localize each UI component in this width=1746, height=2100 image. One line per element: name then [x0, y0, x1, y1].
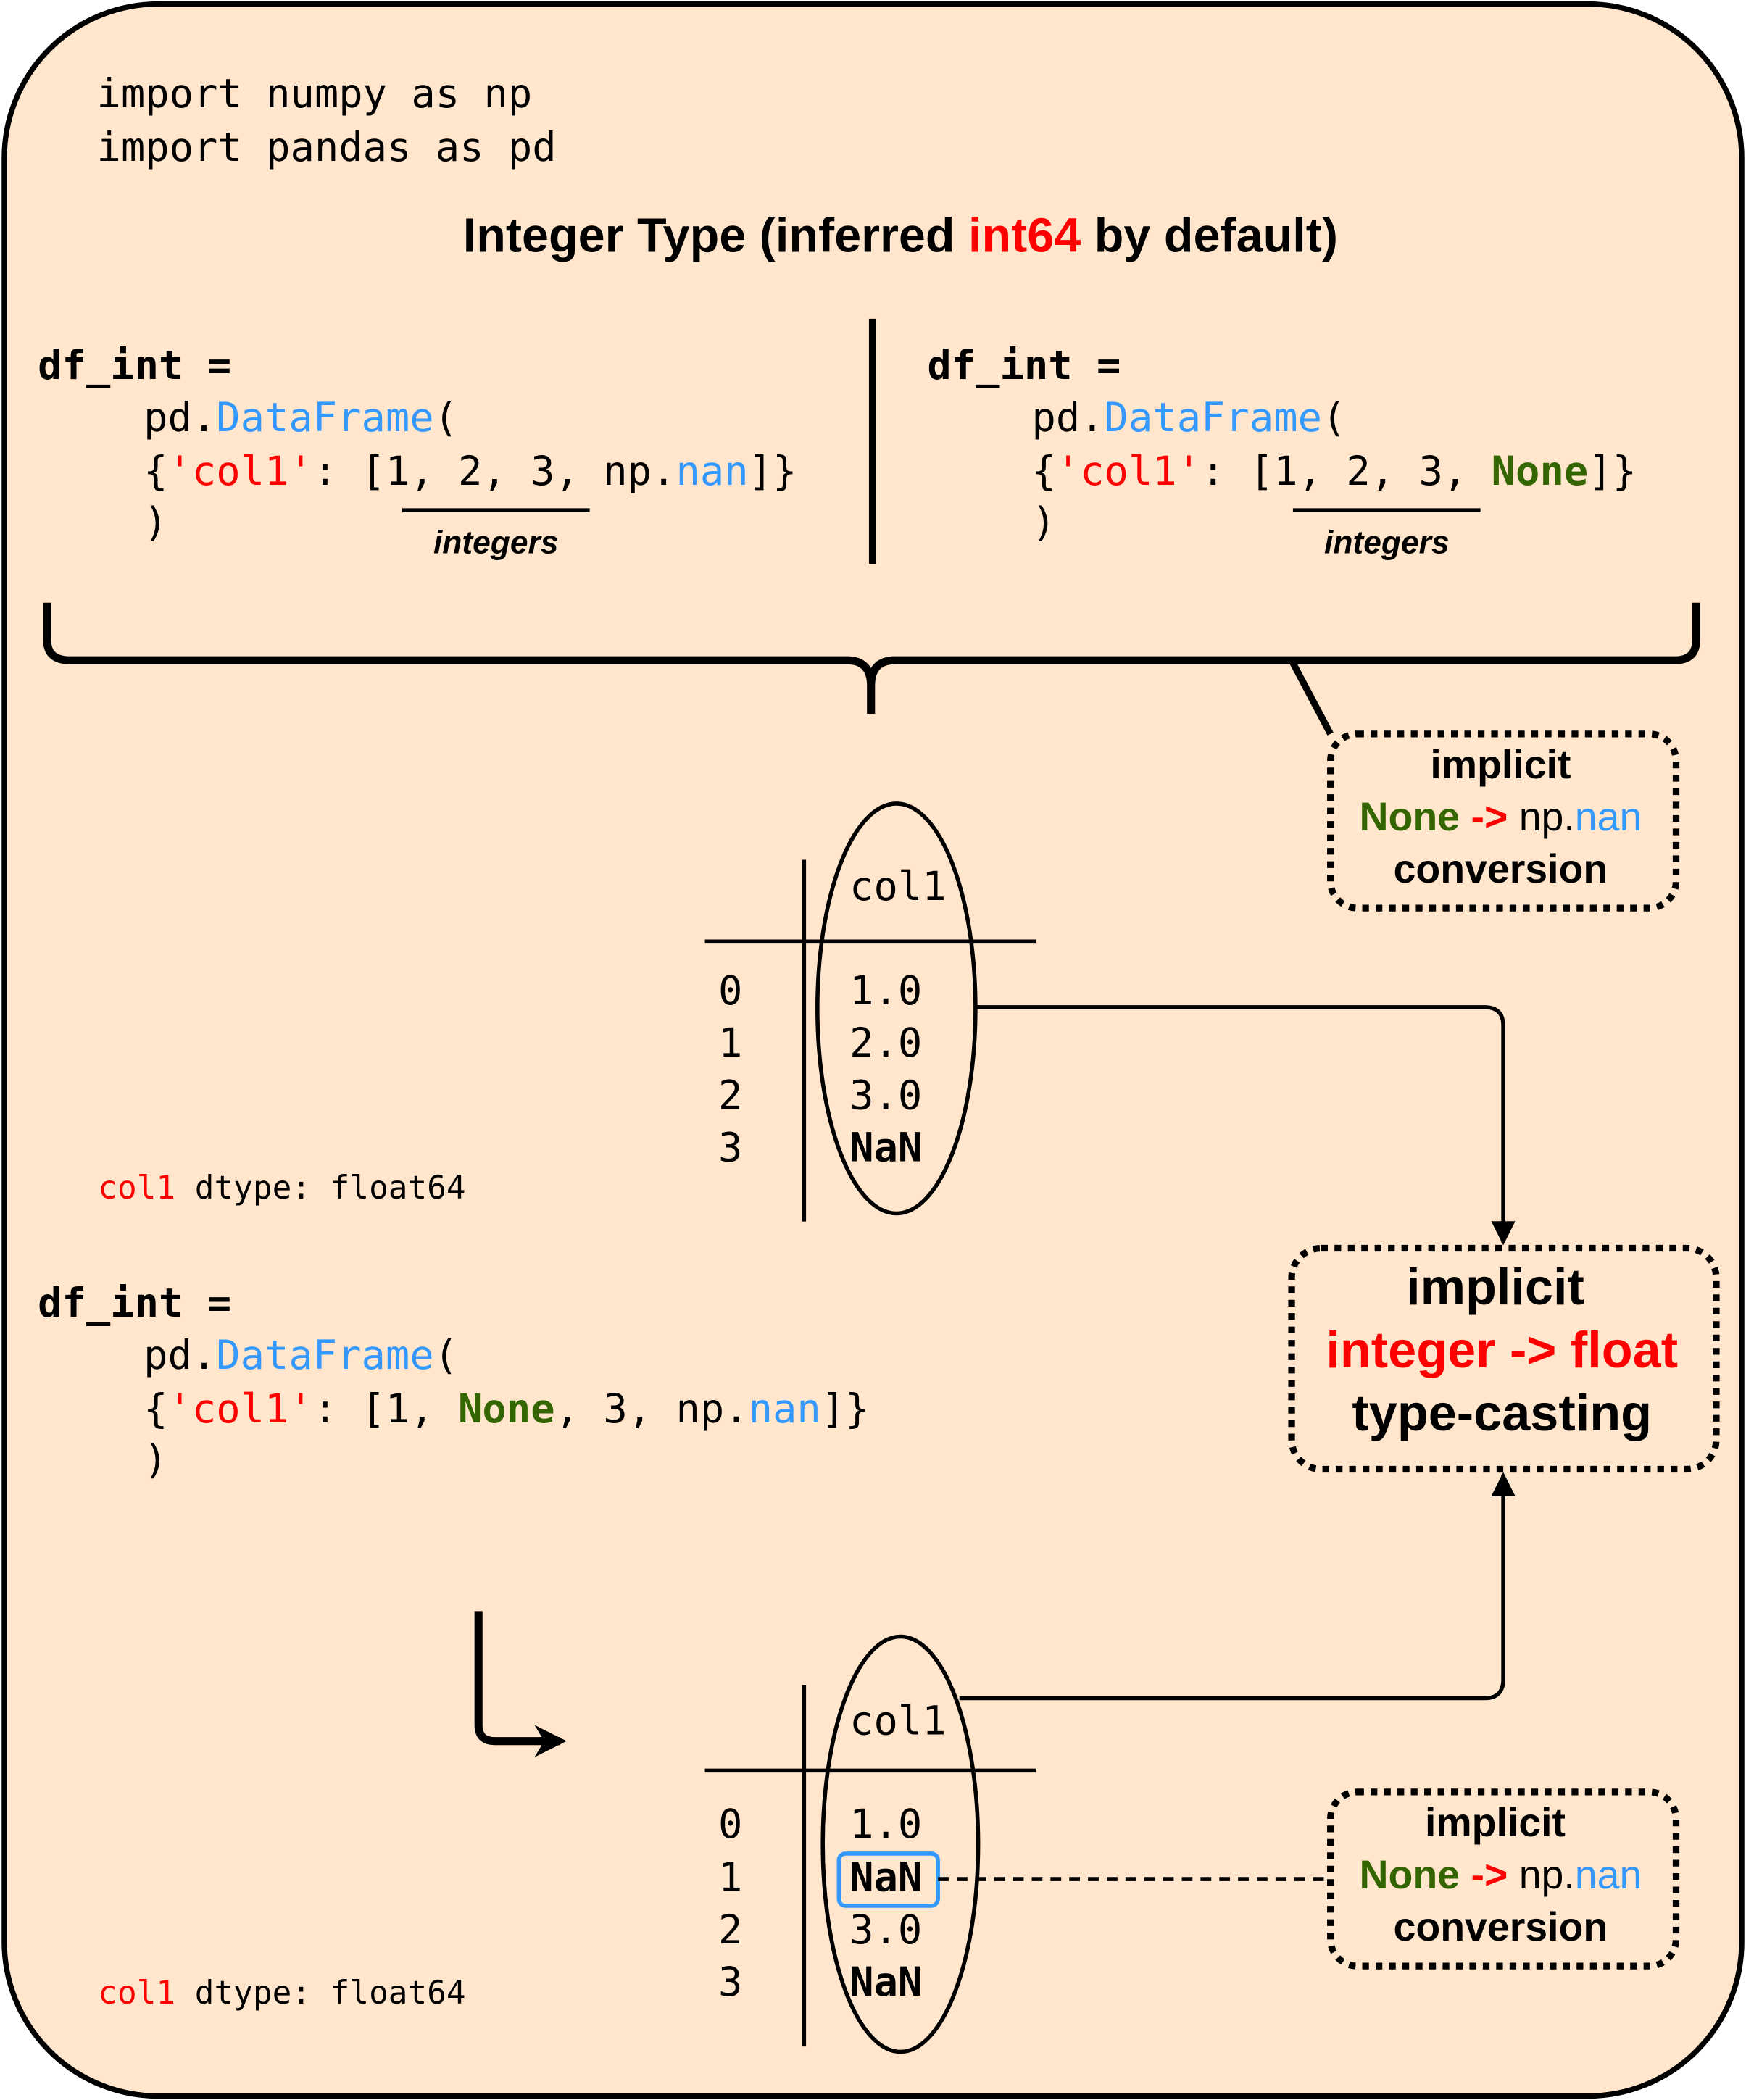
svg-text:): ) [144, 499, 167, 546]
import-numpy: import numpy as np [96, 71, 532, 117]
conversion-note-bottom: implicit None -> np.nan conversion [1327, 1788, 1680, 1970]
svg-text:3.0: 3.0 [849, 1072, 922, 1119]
svg-text:{'col1': [1, None, 3, np.nan]}: {'col1': [1, None, 3, np.nan]} [144, 1386, 869, 1433]
dtype-label-bottom: col1 dtype: float64 [98, 1975, 465, 2012]
table-top: col1 0 1 2 3 1.0 2.0 3.0 NaN [704, 801, 1036, 1222]
conversion-note-top: implicit None -> np.nan conversion [1327, 730, 1680, 912]
svg-text:NaN: NaN [849, 1855, 922, 1901]
bottom-code-block: df_int = pd.DataFrame( {'col1': [1, None… [38, 1280, 869, 1483]
svg-text:None -> np.nan: None -> np.nan [1359, 794, 1642, 839]
column-highlight-ellipse [820, 1634, 981, 2054]
svg-text:3: 3 [718, 1959, 742, 2006]
table-bottom: col1 0 1 2 3 1.0 NaN 3.0 NaN [704, 1634, 1036, 2054]
column-header: col1 [849, 1698, 947, 1744]
svg-text:NaN: NaN [849, 1959, 922, 2006]
dtype-label-top: col1 dtype: float64 [98, 1170, 465, 1207]
svg-text:conversion: conversion [1394, 846, 1608, 891]
svg-text:df_int =: df_int = [38, 343, 231, 389]
svg-text:3: 3 [718, 1125, 742, 1171]
integers-label: integers [433, 525, 559, 560]
svg-text:NaN: NaN [849, 1125, 922, 1171]
section-title: Integer Type (inferred int64 by default) [463, 209, 1338, 262]
svg-text:1.0: 1.0 [849, 968, 922, 1014]
svg-text:conversion: conversion [1394, 1904, 1608, 1949]
svg-text:1.0: 1.0 [849, 1801, 922, 1848]
svg-text:pd.DataFrame(: pd.DataFrame( [144, 395, 458, 441]
integers-label: integers [1324, 525, 1450, 560]
svg-text:2: 2 [718, 1072, 742, 1119]
svg-text:1: 1 [718, 1855, 742, 1901]
svg-text:2: 2 [718, 1907, 742, 1954]
svg-text:3.0: 3.0 [849, 1907, 922, 1954]
left-code-block: df_int = pd.DataFrame( {'col1': [1, 2, 3… [38, 343, 797, 560]
arrow-top-to-typecast [975, 1005, 1516, 1246]
svg-text:{'col1': [1, 2, 3, None]}: {'col1': [1, 2, 3, None]} [1032, 449, 1637, 495]
svg-text:1: 1 [718, 1020, 742, 1067]
svg-text:implicit: implicit [1425, 1800, 1566, 1845]
arrow-bottom-to-typecast [959, 1472, 1516, 1701]
svg-text:0: 0 [718, 968, 742, 1014]
svg-text:): ) [1032, 499, 1056, 546]
import-pandas: import pandas as pd [96, 125, 556, 171]
brace-connector [1289, 661, 1334, 736]
svg-text:implicit: implicit [1406, 1258, 1584, 1315]
svg-text:integer -> float: integer -> float [1326, 1321, 1678, 1378]
svg-text:): ) [144, 1437, 167, 1483]
svg-text:df_int =: df_int = [927, 343, 1121, 389]
svg-text:0: 0 [718, 1801, 742, 1848]
svg-text:type-casting: type-casting [1352, 1384, 1652, 1441]
right-code-block: df_int = pd.DataFrame( {'col1': [1, 2, 3… [927, 343, 1637, 560]
typecast-note: implicit integer -> float type-casting [1288, 1244, 1720, 1473]
svg-text:implicit: implicit [1430, 742, 1571, 787]
bent-arrow [474, 1611, 567, 1757]
svg-text:None -> np.nan: None -> np.nan [1359, 1852, 1642, 1897]
svg-text:pd.DataFrame(: pd.DataFrame( [1032, 395, 1347, 441]
curly-brace [43, 602, 1700, 714]
svg-text:pd.DataFrame(: pd.DataFrame( [144, 1333, 458, 1379]
svg-text:{'col1': [1, 2, 3, np.nan]}: {'col1': [1, 2, 3, np.nan]} [144, 449, 797, 495]
svg-text:2.0: 2.0 [849, 1020, 922, 1067]
svg-text:df_int =: df_int = [38, 1280, 231, 1327]
column-header: col1 [849, 864, 947, 910]
